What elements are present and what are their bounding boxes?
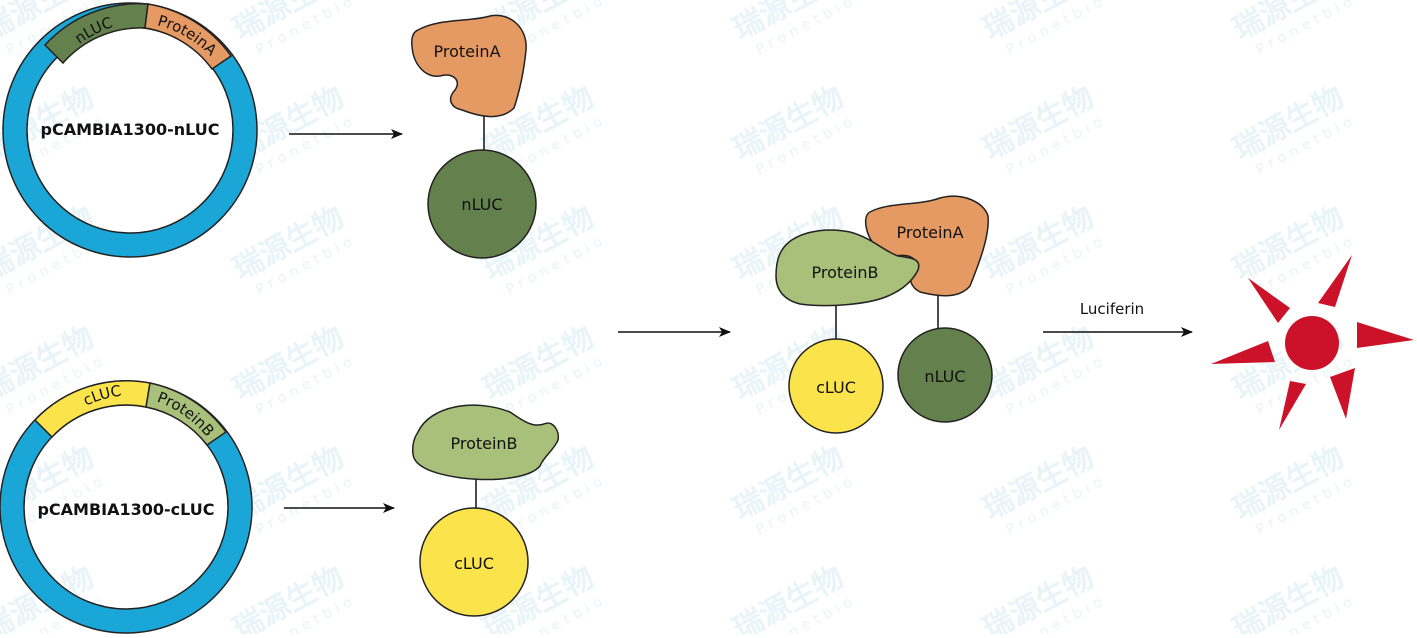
proteinA-label: ProteinA	[433, 42, 500, 61]
nluc-circle	[427, 149, 537, 259]
proteinA-shape	[411, 14, 527, 118]
plasmid-bottom: cLUC ProteinB pCAMBIA1300-cLUC	[0, 380, 253, 634]
plasmid-top-name: pCAMBIA1300-nLUC	[41, 120, 220, 139]
watermark-text: 瑞源生物	[727, 560, 849, 634]
plasmid-top-outer-edge	[2, 2, 258, 258]
light-center	[1285, 316, 1339, 370]
complex-nluc-circle	[897, 327, 993, 423]
complex-proteinB-label: ProteinB	[811, 263, 878, 282]
complex-cluc-label: cLUC	[816, 378, 856, 397]
cluc-circle	[419, 507, 529, 617]
fusion-proteinB-cluc: ProteinB cLUC	[412, 404, 560, 617]
proteinB-label: ProteinB	[450, 434, 517, 453]
complex-nluc-label: nLUC	[924, 367, 965, 386]
interaction-complex: ProteinA ProteinB cLUC nLUC	[775, 195, 993, 434]
ray-top-right	[1318, 255, 1352, 307]
plasmid-bottom-name: pCAMBIA1300-cLUC	[37, 500, 214, 519]
cluc-label: cLUC	[454, 554, 494, 573]
watermark-text: 瑞源生物	[977, 560, 1099, 634]
ray-left	[1211, 341, 1275, 364]
luciferin-label: Luciferin	[1080, 300, 1144, 318]
fusion-proteinA-nluc: ProteinA nLUC	[411, 14, 537, 259]
luminescence-starburst-icon	[1211, 255, 1414, 430]
complex-proteinB-shape	[775, 229, 920, 307]
ray-bottom-right	[1330, 368, 1355, 419]
proteinB-shape	[412, 404, 560, 481]
watermark-text: 瑞源生物	[227, 560, 349, 634]
complex-proteinA-shape	[864, 195, 989, 297]
ray-top-left	[1248, 278, 1290, 323]
plasmid-bottom-proteinB-segment	[145, 382, 228, 447]
complex-cluc-circle	[788, 338, 884, 434]
ray-bottom-left	[1279, 381, 1306, 430]
plasmid-top: nLUC ProteinA pCAMBIA1300-nLUC	[2, 2, 258, 258]
complex-proteinA-label: ProteinA	[896, 223, 963, 242]
nluc-label: nLUC	[461, 195, 502, 214]
watermark-text: 瑞源生物	[1227, 560, 1349, 634]
ray-right	[1357, 322, 1414, 348]
plasmid-top-proteinA-segment	[144, 3, 233, 71]
